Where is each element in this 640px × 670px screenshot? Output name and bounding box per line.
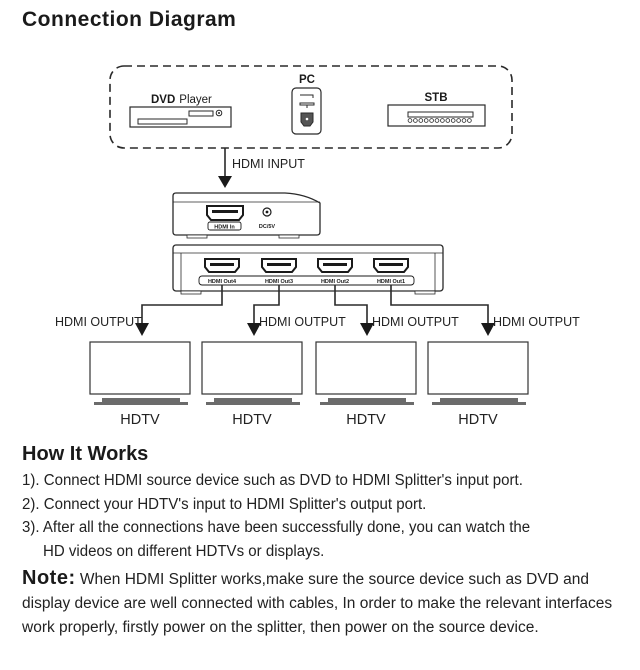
hdtv-1: HDTV [89, 341, 191, 428]
step-1: 1). Connect HDMI source device such as D… [22, 472, 523, 489]
hdtv-2: HDTV [201, 341, 303, 428]
dvd-player-icon: DVD Player [129, 94, 232, 128]
output-arrow-icon [481, 323, 495, 336]
hdmi-out-label: HDMI Out1 [377, 279, 405, 285]
tv-stand [214, 398, 292, 402]
stb-dot [413, 118, 418, 123]
hdmi-out-label: HDMI Out4 [208, 279, 237, 285]
note-label: Note: [22, 567, 76, 589]
pc-label: PC [299, 74, 315, 86]
hdmi-output-label: HDMI OUTPUT [372, 315, 459, 329]
hdmi-output-label: HDMI OUTPUT [493, 315, 580, 329]
tv-base [432, 402, 526, 405]
splitter-input-side: HDMI In DC/5V [172, 192, 321, 239]
output-cable-line [334, 285, 368, 325]
note-paragraph: Note: When HDMI Splitter works,make sure… [22, 566, 627, 640]
output-arrow-icon [247, 323, 261, 336]
stb-dot [429, 118, 434, 123]
hdtv-label: HDTV [232, 412, 272, 428]
tv-screen-icon [315, 341, 417, 395]
stb-icon: STB [387, 92, 486, 127]
stb-dot [423, 118, 429, 123]
hdmi-in-label: HDMI In [214, 225, 235, 231]
output-arrow-icon [360, 323, 374, 336]
output-arrow-icon [135, 323, 149, 336]
connection-diagram: DVD Player PC STB HDMI INPUT [55, 65, 580, 428]
tv-stand [328, 398, 406, 402]
output-cable-line [253, 285, 280, 325]
stb-label: STB [425, 92, 448, 104]
hdmi-out-port-4: HDMI Out4 [204, 258, 240, 285]
output-cable-line [390, 285, 489, 325]
hdmi-output-label: HDMI OUTPUT [55, 315, 142, 329]
step-3: 3). After all the connections have been … [22, 519, 531, 536]
hdmi-input-label: HDMI INPUT [232, 157, 305, 171]
hdmi-out-port-3: HDMI Out3 [261, 258, 297, 285]
hdtv-4: HDTV [427, 341, 529, 428]
stb-dot [450, 118, 456, 123]
pc-icon: PC [291, 74, 322, 135]
tv-stand [440, 398, 518, 402]
source-devices-group [109, 65, 513, 149]
stb-dot [467, 118, 472, 123]
tv-screen-icon [201, 341, 303, 395]
hdtv-label: HDTV [346, 412, 386, 428]
stb-dot [434, 118, 440, 123]
power-port-icon [262, 207, 272, 217]
hdtv-3: HDTV [315, 341, 417, 428]
stb-dot [445, 118, 451, 123]
tv-screen-icon [427, 341, 529, 395]
output-cable-line [141, 285, 223, 325]
step-3-continued: HD videos on different HDTVs or displays… [43, 543, 325, 560]
hdmi-output-label: HDMI OUTPUT [259, 315, 346, 329]
stb-dot [440, 118, 445, 123]
input-arrow-icon [218, 176, 232, 188]
hdmi-in-port-icon [206, 205, 244, 221]
step-2: 2). Connect your HDTV's input to HDMI Sp… [22, 496, 427, 513]
how-it-works-heading: How It Works [22, 443, 149, 465]
page-title: Connection Diagram [22, 8, 237, 31]
stb-dot [461, 118, 467, 123]
tv-base [206, 402, 300, 405]
note-text: When HDMI Splitter works,make sure the s… [22, 571, 613, 636]
dc-5v-label: DC/5V [259, 224, 276, 230]
hdtv-label: HDTV [120, 412, 160, 428]
hdmi-out-port-2: HDMI Out2 [317, 258, 353, 285]
tv-base [320, 402, 414, 405]
stb-dot [456, 118, 461, 123]
dvd-label-bold: DVD [151, 94, 175, 106]
dvd-label-normal: Player [179, 94, 212, 106]
tv-stand [102, 398, 180, 402]
hdmi-out-label: HDMI Out3 [265, 279, 293, 285]
hdmi-out-label: HDMI Out2 [321, 279, 349, 285]
tv-screen-icon [89, 341, 191, 395]
hdtv-label: HDTV [458, 412, 498, 428]
splitter-output-side: HDMI Out4 HDMI Out3 HDMI Out2 HDMI Out1 [172, 244, 444, 295]
stb-dot [407, 118, 413, 123]
stb-dot [418, 118, 424, 123]
hdmi-out-port-1: HDMI Out1 [373, 258, 409, 285]
tv-base [94, 402, 188, 405]
